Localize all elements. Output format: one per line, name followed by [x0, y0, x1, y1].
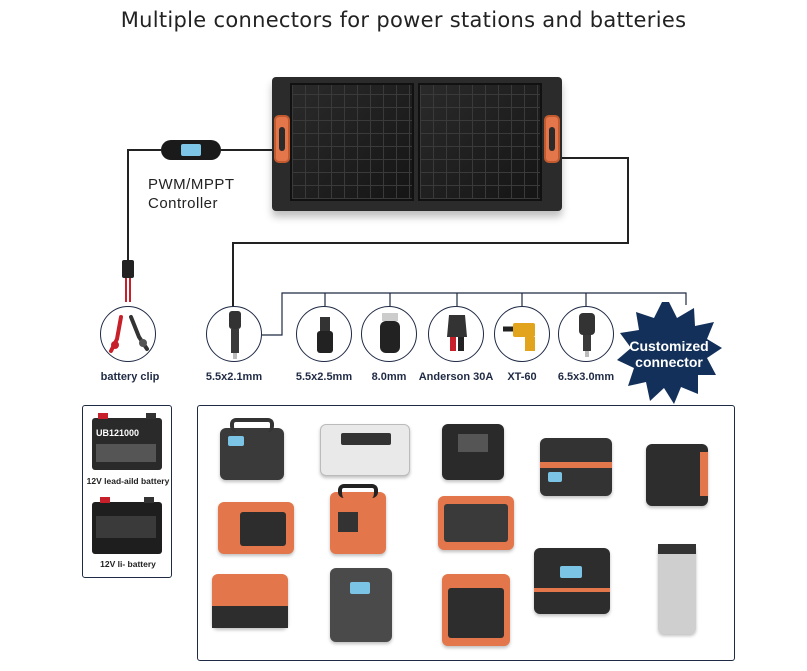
connector-bracket [262, 292, 687, 336]
customized-connector-badge [617, 302, 722, 404]
solar-panel [272, 77, 562, 211]
power-station-image [442, 574, 510, 646]
power-station-image [330, 568, 392, 642]
anderson-plug-icon [428, 306, 484, 362]
dc-plug-8mm-icon [361, 306, 417, 362]
dc-plug-5521-icon [206, 306, 262, 362]
power-station-image [320, 424, 410, 476]
solar-panel-right-cell [418, 83, 542, 201]
customized-connector-text: Customized connector [614, 338, 724, 370]
solar-panel-left-cell [290, 83, 414, 201]
power-station-image [220, 418, 284, 480]
connector-label: 5.5x2.5mm [295, 371, 353, 383]
page-title: Multiple connectors for power stations a… [120, 8, 687, 32]
battery-label: 12V lead-aild battery [86, 476, 170, 486]
connector-label: 6.5x3.0mm [557, 371, 615, 383]
power-station-image [442, 424, 504, 480]
cable-controller-clip [127, 149, 161, 262]
dc-plug-5525-icon [296, 306, 352, 362]
power-station-image [218, 502, 294, 554]
customized-line1: Customized [629, 338, 709, 354]
dc-plug-6530-icon [558, 306, 614, 362]
battery-label: 12V li- battery [100, 559, 156, 569]
panel-handle-right [544, 115, 560, 163]
power-station-gallery [197, 405, 735, 661]
controller-screen [181, 144, 201, 156]
lithium-battery-image [92, 497, 162, 554]
connector-label: 8.0mm [371, 371, 407, 383]
panel-handle-left [274, 115, 290, 163]
battery-brand: UB121000 [96, 428, 140, 438]
power-station-image [646, 444, 708, 506]
battery-clip-icon [100, 306, 156, 362]
power-station-image [540, 438, 612, 496]
cable-plug [122, 260, 134, 278]
connector-label: battery clip [100, 371, 160, 383]
battery-panel: UB121000 12V lead-aild battery 12V li- b… [82, 405, 172, 578]
connector-label: 5.5x2.1mm [205, 371, 263, 383]
cable-panel-output [232, 157, 629, 308]
connector-label: Anderson 30A [418, 371, 494, 383]
power-station-image [438, 496, 514, 550]
controller-label-line1: PWM/MPPT [148, 176, 235, 193]
power-station-image [212, 574, 288, 628]
power-station-image [658, 544, 696, 634]
lead-acid-battery-image: UB121000 [92, 413, 162, 470]
power-station-image [534, 548, 610, 614]
customized-line2: connector [635, 354, 703, 370]
charge-controller [161, 140, 221, 160]
connector-label: XT-60 [507, 371, 537, 383]
power-station-image [330, 484, 386, 554]
controller-label-line2: Controller [148, 195, 219, 212]
xt60-plug-icon [494, 306, 550, 362]
